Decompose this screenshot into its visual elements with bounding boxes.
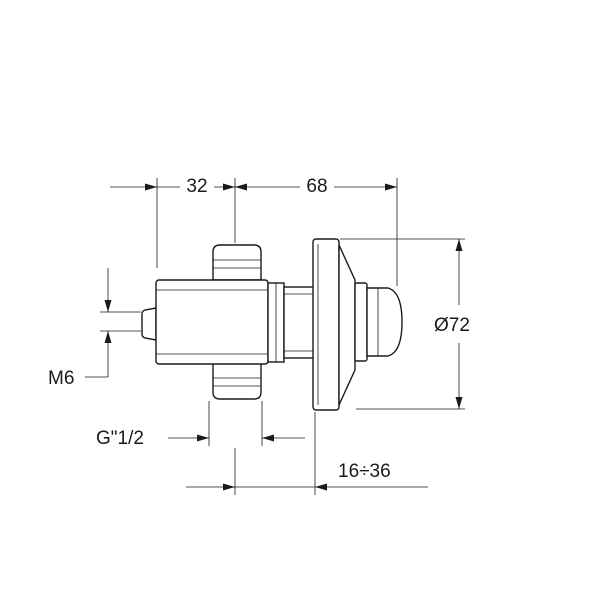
top-inlet — [212, 244, 262, 281]
dimension-g-thread: G"1/2 — [96, 401, 305, 449]
dim-diameter-label: Ø72 — [434, 315, 470, 336]
dim-68-label: 68 — [306, 176, 327, 197]
main-body — [155, 279, 269, 365]
dim-32-label: 32 — [186, 176, 207, 197]
flange — [312, 238, 340, 411]
valve-body — [141, 238, 403, 411]
dim-g-thread-label: G"1/2 — [96, 428, 144, 449]
dim-m6-label: M6 — [48, 368, 74, 389]
dimension-range: 16÷36 — [186, 412, 428, 495]
push-button-base — [354, 282, 368, 362]
dimension-diameter: Ø72 — [340, 238, 470, 410]
neck — [283, 286, 315, 359]
push-button — [366, 287, 403, 357]
dim-range-label: 16÷36 — [338, 461, 391, 482]
bottom-outlet — [212, 361, 262, 400]
dimension-top: 32 68 — [110, 176, 398, 286]
dimension-m6: M6 — [48, 268, 141, 389]
cover-cone — [338, 244, 356, 406]
left-cap — [141, 307, 157, 341]
